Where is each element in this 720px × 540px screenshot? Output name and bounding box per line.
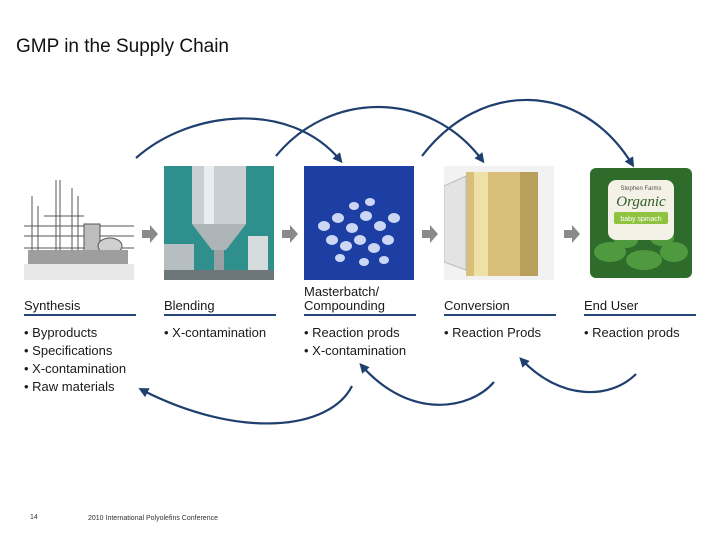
- stage-masterbatch: Masterbatch/ Compounding Reaction prods …: [304, 285, 416, 360]
- stage-label: Blending: [164, 286, 276, 316]
- backward-arrow-icon: [519, 357, 637, 394]
- stage-label: Masterbatch/ Compounding: [304, 285, 416, 316]
- stage-item: Reaction prods: [584, 324, 696, 342]
- stage-conversion: Conversion Reaction Prods: [444, 286, 556, 342]
- page-number: 14: [30, 514, 38, 521]
- stage-item: Specifications: [24, 342, 136, 360]
- backward-arrow-icon: [359, 363, 495, 406]
- forward-arrow-icon: [135, 117, 343, 164]
- package-brand: Stephen Farms: [620, 186, 661, 192]
- stage-item: Reaction prods: [304, 324, 416, 342]
- package-name: Organic: [616, 194, 666, 210]
- pellets-image: [304, 166, 414, 280]
- package-product: baby spinach: [620, 216, 661, 223]
- stage-item: Reaction Prods: [444, 324, 556, 342]
- stage-blending: Blending X-contamination: [164, 286, 276, 342]
- forward-arrow-icon: [275, 105, 485, 164]
- stage-synthesis: Synthesis Byproducts Specifications X-co…: [24, 286, 136, 396]
- stage-item: Raw materials: [24, 378, 136, 396]
- stage-item: X-contamination: [24, 360, 136, 378]
- synthesis-plant-image: [24, 166, 134, 280]
- forward-arrow-icon: [421, 98, 635, 168]
- step-arrow-icon: [282, 225, 298, 243]
- step-arrow-icon: [142, 225, 158, 243]
- stage-item: X-contamination: [304, 342, 416, 360]
- footer-text: 2010 International Polyolefins Conferenc…: [88, 515, 218, 522]
- slide-title: GMP in the Supply Chain: [16, 36, 229, 57]
- stage-item: Byproducts: [24, 324, 136, 342]
- blending-silos-image: [164, 166, 274, 280]
- stage-label: End User: [584, 286, 696, 316]
- stage-end-user: End User Reaction prods: [584, 286, 696, 342]
- stage-label: Conversion: [444, 286, 556, 316]
- stage-label: Synthesis: [24, 286, 136, 316]
- step-arrow-icon: [422, 225, 438, 243]
- step-arrow-icon: [564, 225, 580, 243]
- backward-arrow-icon: [138, 385, 353, 425]
- spinach-package-image: Stephen Farms Organic baby spinach: [586, 166, 696, 280]
- film-roll-image: [444, 166, 554, 280]
- stage-item: X-contamination: [164, 324, 276, 342]
